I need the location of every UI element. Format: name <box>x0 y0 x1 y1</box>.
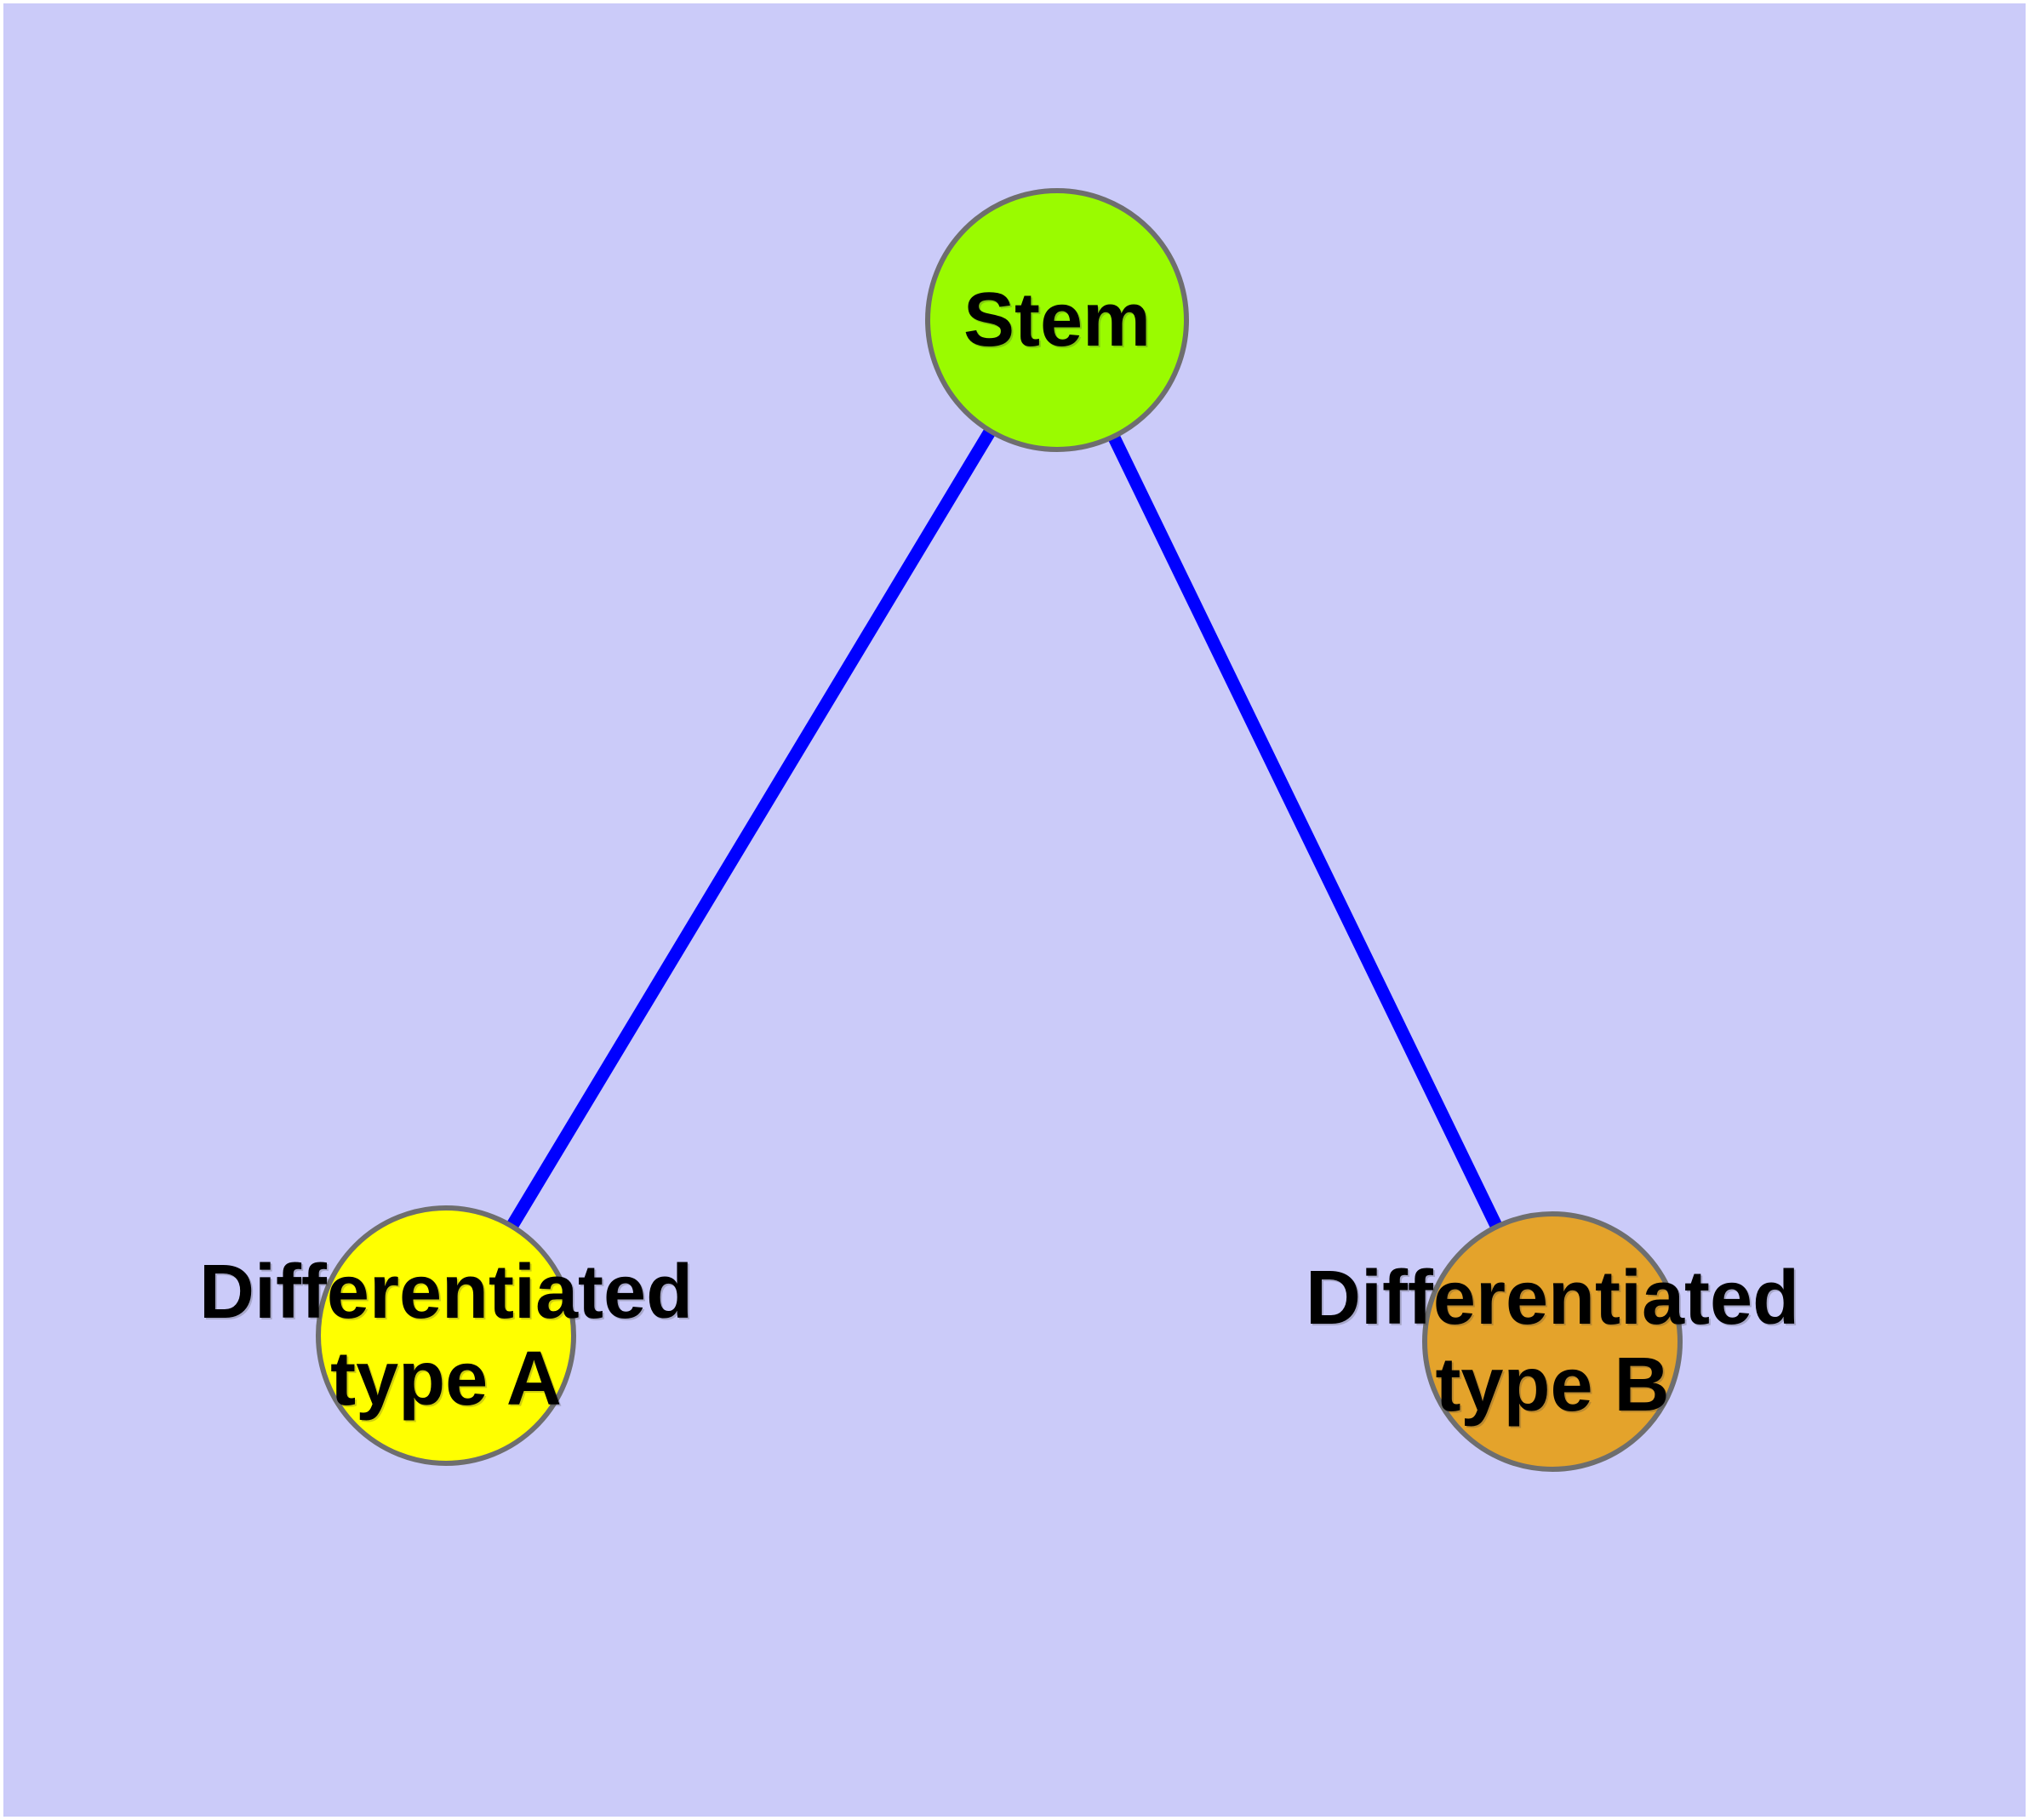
graph-svg <box>316 188 1683 1472</box>
node-label-stem-text: Stem <box>963 278 1152 363</box>
node-circle-differentiated-type-b <box>1422 1211 1683 1472</box>
edge-stem-to-differentiated-type-a <box>440 317 1063 1339</box>
node-label-differentiated-type-b: Differentiated type B <box>1306 1255 1799 1428</box>
edge-stem-to-differentiated-type-b <box>1051 317 1558 1345</box>
node-circle-differentiated-type-a <box>316 1205 576 1466</box>
node-label-differentiated-type-a: Differentiated type A <box>199 1249 693 1422</box>
node-label-differentiated-type-a-line2: type A <box>330 1336 562 1422</box>
node-label-differentiated-type-b-line1: Differentiated <box>1305 1256 1800 1341</box>
node-label-differentiated-type-a-line1: Differentiated <box>198 1250 694 1335</box>
node-circle-stem <box>925 188 1189 452</box>
node-label-stem: Stem <box>963 277 1151 363</box>
node-label-differentiated-type-b-line2: type B <box>1435 1342 1670 1428</box>
